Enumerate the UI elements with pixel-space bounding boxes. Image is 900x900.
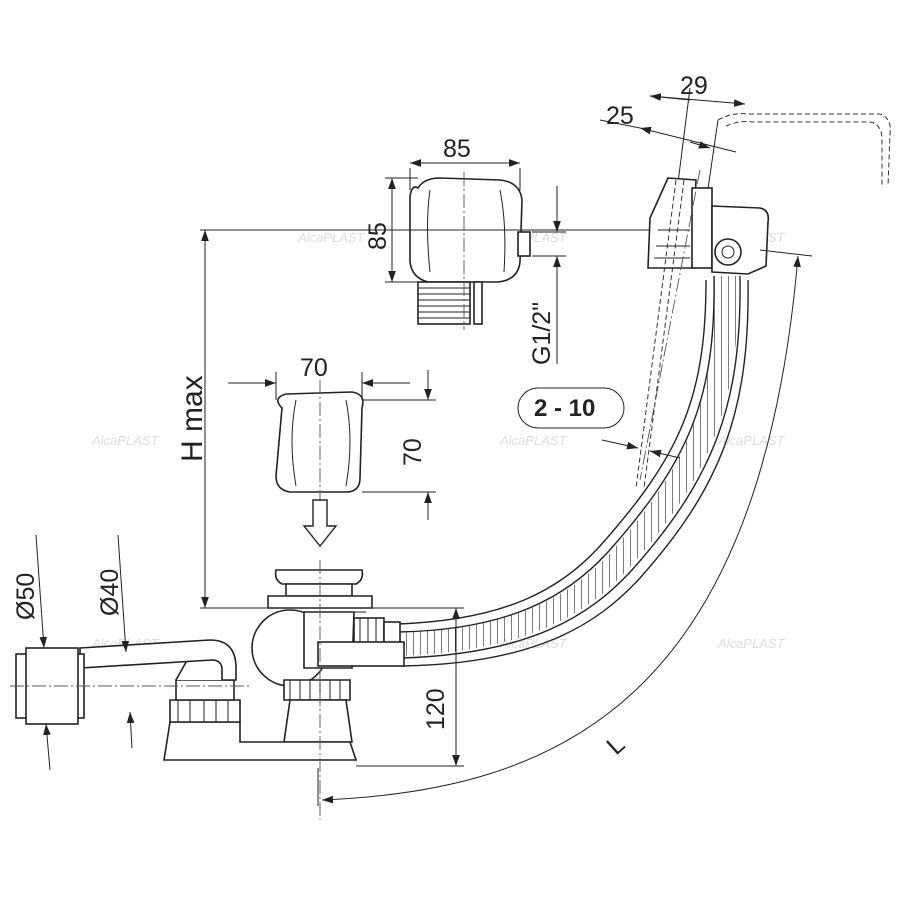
dimension-outlet-inner: Ø40	[96, 534, 135, 749]
label-wall-range: 2 - 10	[534, 395, 595, 422]
label-thread: G1/2"	[528, 302, 556, 365]
dimension-overflow-width: 85	[409, 135, 521, 190]
top-bath-wall: 29 25	[599, 72, 891, 231]
dimension-h-max: H max	[176, 230, 270, 609]
watermark-text: AlcaPLAST	[717, 636, 786, 651]
label-outlet-inner: Ø40	[96, 569, 124, 616]
label-outlet-outer: Ø50	[12, 573, 40, 620]
watermark-text: AlcaPLAST	[297, 230, 366, 245]
label-h-max: H max	[176, 375, 209, 462]
watermark-text: AlcaPLAST	[91, 433, 160, 448]
label-drain-height: 120	[422, 688, 450, 730]
label-top-inner: 25	[606, 102, 634, 130]
drain-assembly	[10, 560, 405, 820]
watermark-text: AlcaPLAST	[499, 433, 568, 448]
label-length: L	[601, 730, 630, 760]
watermark-text: AlcaPLAST	[717, 433, 786, 448]
dimension-thread: G1/2"	[528, 186, 566, 365]
label-cap-width: 70	[300, 354, 328, 382]
label-cap-height: 70	[399, 438, 427, 466]
label-overflow-height: 85	[364, 222, 392, 250]
label-overflow-width: 85	[443, 135, 471, 163]
assembly-arrow-icon	[302, 499, 338, 548]
label-top-outer: 29	[680, 72, 708, 100]
dimension-cap-height: 70	[362, 370, 436, 520]
overflow-body	[409, 172, 531, 330]
dimension-outlet-outer: Ø50	[12, 534, 51, 771]
drain-cap	[275, 380, 364, 500]
